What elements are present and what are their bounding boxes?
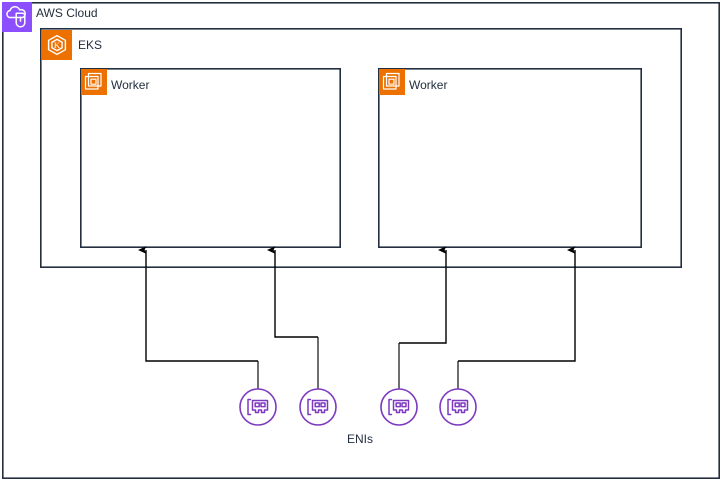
eks-label: EKS bbox=[78, 38, 102, 52]
enis-caption: ENIs bbox=[347, 432, 373, 446]
connector-path bbox=[267, 246, 318, 338]
aws-cloud-label: AWS Cloud bbox=[36, 6, 98, 20]
worker-container-icon bbox=[81, 69, 107, 95]
svg-text:K: K bbox=[54, 40, 61, 50]
connector-eni-4-to-worker-right bbox=[457, 246, 576, 389]
eni-nodes-layer bbox=[239, 388, 477, 426]
eni-node-4[interactable] bbox=[439, 388, 477, 426]
worker-right-label: Worker bbox=[409, 78, 447, 92]
connector-eni-1-to-worker-left bbox=[138, 246, 259, 389]
aws-cloud-icon bbox=[2, 2, 32, 32]
worker-container-icon bbox=[379, 69, 405, 95]
eni-node-3[interactable] bbox=[380, 388, 418, 426]
eks-kubernetes-icon: K bbox=[42, 30, 72, 60]
connector-eni-3-to-worker-right bbox=[398, 246, 447, 389]
connector-path bbox=[138, 246, 258, 362]
eni-node-1[interactable] bbox=[239, 388, 277, 426]
connector-path bbox=[458, 246, 576, 362]
connector-path bbox=[399, 246, 447, 344]
worker-right-border bbox=[377, 68, 642, 248]
network-interface-icon bbox=[447, 398, 469, 416]
eks-border bbox=[39, 27, 683, 268]
group-eks[interactable]: K EKS bbox=[39, 27, 683, 268]
eni-node-2[interactable] bbox=[299, 388, 337, 426]
worker-left-node[interactable]: Worker bbox=[80, 68, 341, 248]
network-interface-icon bbox=[388, 398, 410, 416]
network-interface-icon bbox=[247, 398, 269, 416]
connector-eni-2-to-worker-left bbox=[267, 246, 319, 389]
worker-left-border bbox=[80, 68, 341, 248]
connectors-layer bbox=[138, 246, 576, 389]
worker-right-node[interactable]: Worker bbox=[377, 68, 642, 248]
worker-left-label: Worker bbox=[111, 78, 149, 92]
network-interface-icon bbox=[307, 398, 329, 416]
